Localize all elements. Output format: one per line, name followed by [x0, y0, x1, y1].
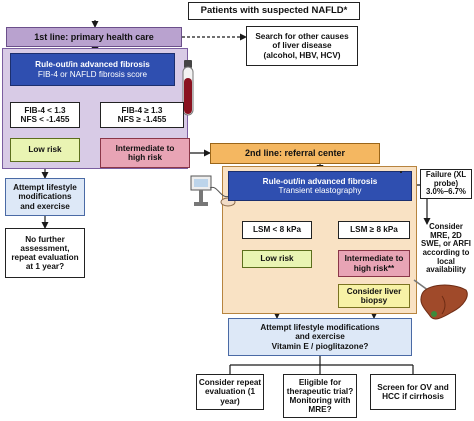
lifestyle-1-line-2: modifications — [18, 192, 72, 202]
biopsy-box: Consider liver biopsy — [338, 284, 410, 308]
split-outcomes — [229, 356, 414, 374]
low-criteria-1-line-1: FIB-4 < 1.3 — [24, 105, 66, 115]
consider-mre-line-1: Consider MRE, 2D — [429, 221, 463, 240]
high-criteria-1-line-1: FIB-4 ≥ 1.3 — [121, 105, 163, 115]
screen-box: Screen for OV and HCC if cirrhosis — [370, 374, 456, 410]
low-criteria-1-line-2: NFS < -1.455 — [20, 115, 70, 124]
rule-box-first-line: Rule-out/in advanced fibrosis FIB-4 or N… — [10, 53, 175, 86]
no-further-line-3: repeat evaluation — [11, 253, 79, 262]
other-causes-box: Search for other causes of liver disease… — [246, 26, 358, 66]
first-line-header: 1st line: primary health care — [6, 27, 182, 47]
consider-mre-text: Consider MRE, 2D SWE, or ARFI according … — [420, 221, 472, 275]
eligible-line-2: therapeutic trial? — [286, 386, 354, 396]
second-line-header: 2nd line: referral center — [210, 143, 380, 164]
intermediate-1-line-2: high risk — [127, 153, 163, 162]
second-line-title: 2nd line: referral center — [244, 148, 346, 159]
repeat-eval-line-2: evaluation (1 year) — [204, 387, 256, 406]
high-criteria-box-1: FIB-4 ≥ 1.3 NFS ≥ -1.455 — [100, 102, 184, 128]
consider-mre-line-3: according to — [422, 248, 470, 257]
lifestyle-1-line-3: and exercise — [20, 201, 70, 211]
lsm-high-box: LSM ≥ 8 kPa — [338, 221, 410, 239]
low-criteria-box-1: FIB-4 < 1.3 NFS < -1.455 — [10, 102, 80, 128]
eligible-line-3: Monitoring with — [289, 396, 351, 405]
high-criteria-1-line-2: NFS ≥ -1.455 — [117, 115, 167, 124]
intermediate-2-line-2: high risk** — [353, 263, 395, 273]
no-further-line-4: at 1 year? — [25, 262, 65, 272]
fibroscan-device-icon — [190, 175, 236, 207]
blood-tube-icon — [182, 60, 194, 116]
intermediate-box-2: Intermediate to high risk** — [338, 250, 410, 277]
repeat-eval-line-1: Consider repeat — [198, 378, 262, 388]
repeat-eval-box: Consider repeat evaluation (1 year) — [196, 374, 264, 410]
rule-box-second-line: Rule-out/in advanced fibrosis Transient … — [228, 171, 412, 201]
intermediate-1-line-1: Intermediate to — [115, 143, 175, 153]
low-risk-1-label: Low risk — [28, 145, 62, 155]
consider-mre-line-2: SWE, or ARFI — [421, 239, 471, 249]
eligible-line-4: MRE? — [308, 405, 332, 415]
lsm-low-box: LSM < 8 kPa — [242, 221, 312, 239]
failure-line-1: Failure (XL probe) — [425, 169, 467, 188]
rule-box-1-line-1: Rule-out/in advanced fibrosis — [35, 60, 150, 70]
lifestyle-2-line-2: and exercise — [295, 332, 345, 342]
low-risk-2-label: Low risk — [260, 254, 294, 264]
lsm-low-label: LSM < 8 kPa — [252, 225, 301, 235]
rule-box-2-line-1: Rule-out/in advanced fibrosis — [262, 176, 378, 186]
header-box: Patients with suspected NAFLD* — [188, 2, 360, 20]
failure-xl-probe-box — [400, 171, 402, 173]
low-risk-box-2: Low risk — [242, 250, 312, 268]
biopsy-line-2: biopsy — [360, 296, 388, 305]
eligible-box: Eligible for therapeutic trial? Monitori… — [283, 374, 357, 418]
other-causes-line-3: (alcohol, HBV, HCV) — [263, 50, 341, 60]
screen-line-1: Screen for OV and — [377, 382, 449, 392]
lsm-high-label: LSM ≥ 8 kPa — [350, 225, 398, 235]
rule-box-1-line-2: FIB-4 or NAFLD fibrosis score — [37, 69, 148, 79]
no-further-line-2: assessment, — [20, 243, 70, 253]
failure-panel: Failure (XL probe) 3.0%–6.7% — [420, 169, 472, 199]
no-further-line-1: No further — [25, 234, 65, 244]
other-causes-line-1: Search for other causes — [255, 32, 349, 42]
lifestyle-box-2: Attempt lifestyle modifications and exer… — [228, 318, 412, 356]
liver-biopsy-icon — [413, 279, 468, 320]
consider-mre-line-4: local availability — [426, 256, 466, 275]
no-further-box: No further assessment, repeat evaluation… — [5, 228, 85, 278]
lifestyle-1-line-1: Attempt lifestyle — [13, 183, 77, 193]
first-line-title: 1st line: primary health care — [34, 31, 154, 42]
intermediate-2-line-1: Intermediate to — [344, 254, 404, 264]
failure-line-2: 3.0%–6.7% — [426, 187, 466, 197]
low-risk-box-1: Low risk — [10, 138, 80, 162]
other-causes-line-2: of liver disease — [272, 41, 332, 51]
rule-box-2-line-2: Transient elastography — [278, 186, 362, 195]
header-title: Patients with suspected NAFLD* — [200, 4, 348, 16]
eligible-line-1: Eligible for — [298, 377, 342, 387]
lifestyle-2-line-3: Vitamin E / pioglitazone? — [271, 341, 369, 351]
lifestyle-2-line-1: Attempt lifestyle modifications — [260, 323, 380, 333]
lifestyle-box-1: Attempt lifestyle modifications and exer… — [5, 178, 85, 216]
intermediate-box-1: Intermediate to high risk — [100, 138, 190, 168]
screen-line-2: HCC if cirrhosis — [382, 392, 444, 401]
biopsy-line-1: Consider liver — [346, 286, 402, 296]
